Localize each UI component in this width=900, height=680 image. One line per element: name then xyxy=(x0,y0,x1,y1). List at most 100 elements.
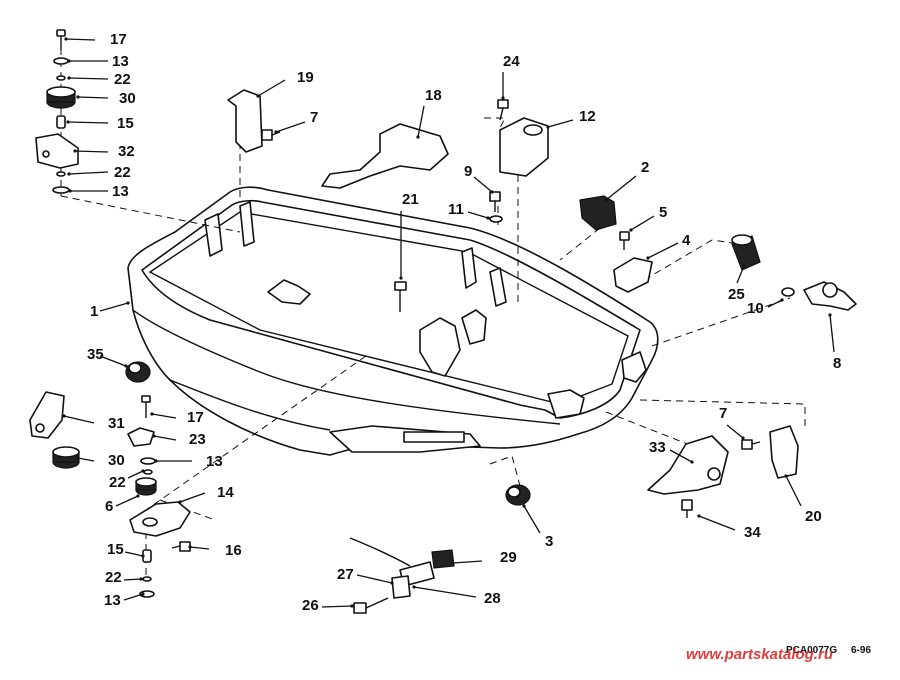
leader-tip-c22b xyxy=(67,172,71,176)
leader-tip-c26 xyxy=(350,604,354,608)
leader-tip-c12 xyxy=(546,125,550,129)
leader-tip-c24 xyxy=(501,96,505,100)
callout-c22c: 22 xyxy=(109,474,126,491)
callout-c22a: 22 xyxy=(114,71,131,88)
leader-line-c17a xyxy=(65,38,96,41)
leader-line-c30b xyxy=(77,457,95,462)
callout-c11: 11 xyxy=(448,201,464,218)
callout-c15a: 15 xyxy=(117,115,134,132)
leader-tip-c17b xyxy=(150,412,154,416)
leader-line-c23 xyxy=(153,435,177,441)
callout-c27: 27 xyxy=(337,566,354,583)
callout-c26: 26 xyxy=(302,597,319,614)
part-17-screw-lower xyxy=(141,395,151,418)
part-31-bracket xyxy=(29,391,65,439)
part-11-washer xyxy=(489,215,503,223)
callout-c25: 25 xyxy=(728,286,745,303)
callout-c10: 10 xyxy=(747,300,764,317)
leader-tip-c15b xyxy=(141,554,145,558)
part-7-screw-lower xyxy=(741,439,761,450)
lower-motor-cover xyxy=(127,186,659,456)
leader-tip-c9 xyxy=(490,190,494,194)
part-5-screw xyxy=(619,231,630,250)
leader-line-c11 xyxy=(467,211,489,219)
callout-c6: 6 xyxy=(105,498,113,515)
part-33-latch xyxy=(647,435,729,495)
leader-tip-c35 xyxy=(124,364,128,368)
callout-c3: 3 xyxy=(545,533,553,550)
part-18-latch-lever xyxy=(321,123,449,189)
leader-tip-c14 xyxy=(178,500,182,504)
callout-c4: 4 xyxy=(682,232,691,249)
leader-tip-c3 xyxy=(522,504,526,508)
callout-c23: 23 xyxy=(189,431,206,448)
leader-tip-c1 xyxy=(126,301,130,305)
leader-tip-c22a xyxy=(67,76,71,80)
leader-line-c14 xyxy=(179,492,206,503)
callout-c35: 35 xyxy=(87,346,104,363)
leader-tip-c10 xyxy=(780,298,784,302)
leader-line-c22c xyxy=(127,470,144,479)
callout-c16: 16 xyxy=(225,542,242,559)
callout-c22b: 22 xyxy=(114,164,131,181)
part-2-cap xyxy=(579,195,617,231)
callout-c15b: 15 xyxy=(107,541,124,558)
leader-tip-c7b xyxy=(741,436,745,440)
part-22-washer-lower xyxy=(143,469,153,475)
leader-line-c13d xyxy=(123,593,144,601)
leader-tip-c13a xyxy=(67,59,71,63)
leader-tip-c33 xyxy=(690,460,694,464)
part-30-grommet-lower xyxy=(52,446,80,469)
leader-tip-c11 xyxy=(486,216,490,220)
leader-tip-c31 xyxy=(62,414,66,418)
part-32-bracket-top xyxy=(35,133,79,169)
callout-c5: 5 xyxy=(659,204,667,221)
part-22-washer-mid xyxy=(56,171,66,177)
leader-tip-c17a xyxy=(64,37,68,41)
part-19-hinge-bracket xyxy=(227,89,263,153)
callout-c13a: 13 xyxy=(112,53,129,70)
part-9-screw xyxy=(489,191,501,212)
leader-line-c33 xyxy=(669,449,693,463)
callout-c30a: 30 xyxy=(119,90,136,107)
leader-tip-c13b xyxy=(68,189,72,193)
leader-tip-c29 xyxy=(451,561,455,565)
part-21-bolt xyxy=(394,281,407,312)
callout-c21: 21 xyxy=(402,191,419,208)
leader-tip-c8 xyxy=(828,313,832,317)
leader-line-c15a xyxy=(67,121,109,124)
part-23-clip xyxy=(127,427,155,447)
leader-line-c17b xyxy=(151,413,177,419)
leader-line-c30a xyxy=(77,96,109,99)
part-3-grommet xyxy=(505,484,531,506)
leader-line-c34 xyxy=(698,515,736,531)
callout-c12: 12 xyxy=(579,108,596,125)
leader-line-c20 xyxy=(785,475,802,507)
part-13-washer-mid xyxy=(52,186,70,194)
callout-c17b: 17 xyxy=(187,409,204,426)
part-30-grommet-top xyxy=(46,86,76,109)
callout-c14: 14 xyxy=(217,484,234,501)
leader-tip-c27 xyxy=(390,581,394,585)
leader-line-c16 xyxy=(189,546,210,550)
part-12-support-bracket xyxy=(499,117,549,177)
part-35-grommet xyxy=(125,361,151,383)
leader-line-c1 xyxy=(99,302,129,312)
part-34-screw xyxy=(681,499,693,518)
leader-line-c25 xyxy=(736,265,745,284)
callout-c18: 18 xyxy=(425,87,442,104)
callout-c13c: 13 xyxy=(206,453,223,470)
leader-line-c4 xyxy=(647,242,679,259)
leader-line-c26 xyxy=(321,605,353,608)
callout-c2: 2 xyxy=(641,159,649,176)
leader-line-c31 xyxy=(63,415,95,424)
date-code: 6-96 xyxy=(851,645,871,656)
leader-tip-c25 xyxy=(742,264,746,268)
leader-tip-c18 xyxy=(416,135,420,139)
leader-tip-c32 xyxy=(73,149,77,153)
callout-c24: 24 xyxy=(503,53,520,70)
figure-code: PCA0077G xyxy=(786,645,837,656)
leader-tip-c21 xyxy=(399,276,403,280)
